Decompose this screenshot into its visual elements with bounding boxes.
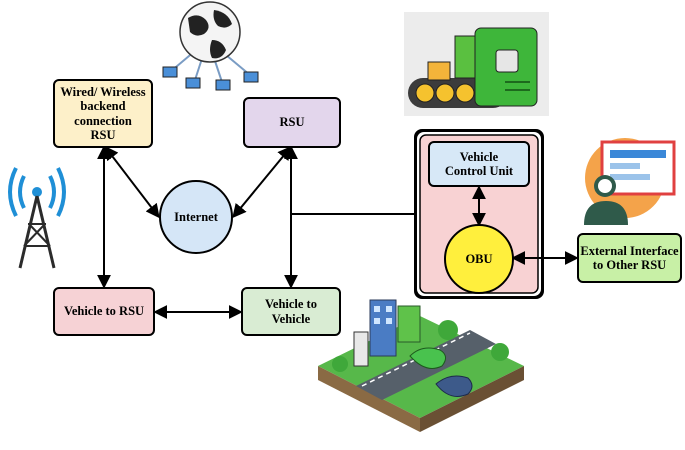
vehicle-control-unit-label: Vehicle Control Unit: [444, 149, 514, 178]
vehicle-to-vehicle-label: Vehicle to Vehicle: [265, 297, 317, 326]
cell-tower-icon: [8, 167, 66, 269]
rsu-node: RSU: [243, 97, 341, 148]
vehicle-control-unit-node: Vehicle Control Unit: [428, 141, 530, 187]
external-interface-node: External Interface to Other RSU: [577, 233, 682, 283]
globe-network-icon: [162, 1, 259, 91]
robot-machine-icon: [404, 12, 549, 116]
backend-rsu-label: Wired/ Wireless backend connection RSU: [60, 84, 146, 142]
backend-rsu-node: Wired/ Wireless backend connection RSU: [53, 79, 153, 148]
obu-label: OBU: [465, 251, 493, 266]
external-interface-label: External Interface to Other RSU: [580, 243, 679, 272]
internet-label: Internet: [174, 209, 218, 224]
internet-node: Internet: [159, 180, 233, 254]
vehicle-to-vehicle-node: Vehicle to Vehicle: [241, 287, 341, 336]
computer-user-icon: [584, 138, 676, 225]
connector-rsu-internet: [232, 145, 292, 219]
rsu-label: RSU: [279, 115, 305, 130]
obu-node: OBU: [444, 224, 514, 294]
vehicle-to-rsu-label: Vehicle to RSU: [63, 304, 145, 319]
connector-backend-internet: [104, 145, 160, 219]
vehicle-to-rsu-node: Vehicle to RSU: [53, 287, 155, 336]
smart-city-icon: [318, 299, 524, 432]
